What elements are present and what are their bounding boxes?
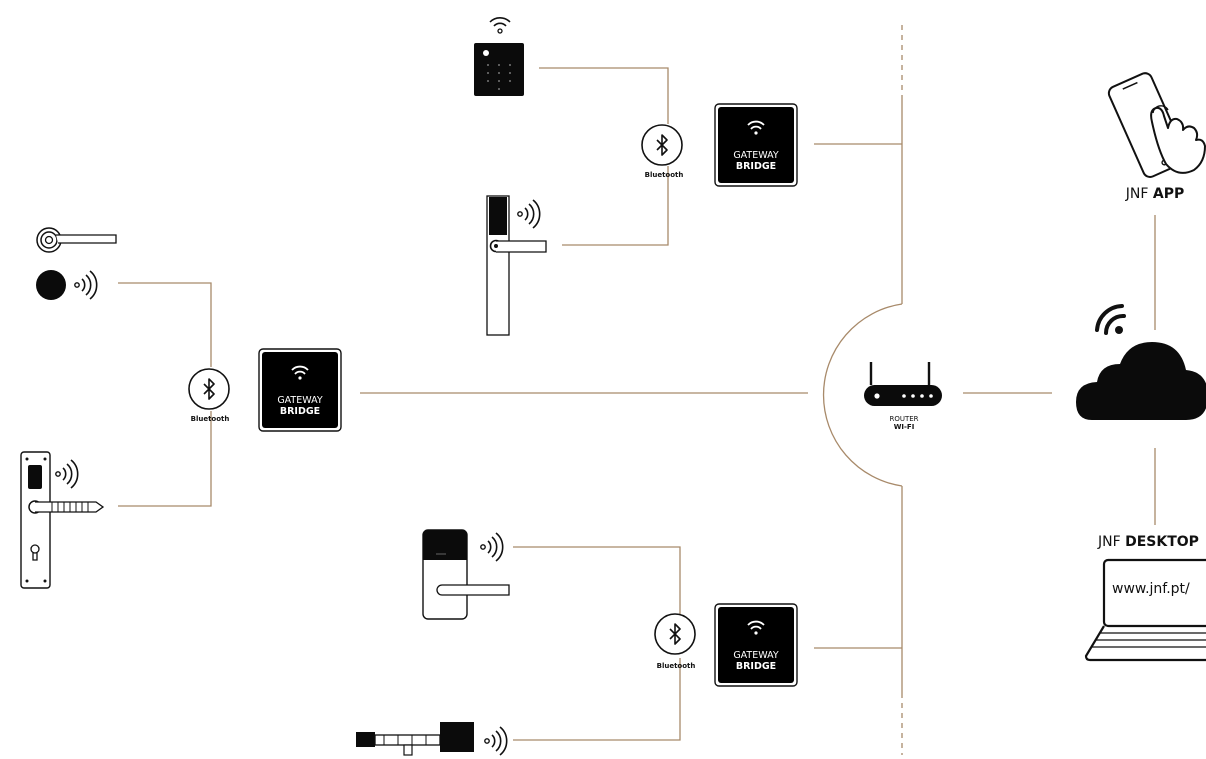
device-round-card-reader — [36, 270, 97, 300]
device-hotel-card-lock — [423, 530, 509, 619]
device-lever-handle — [37, 228, 116, 252]
bluetooth-label: Bluetooth — [657, 662, 696, 670]
device-cylinder-lock — [356, 722, 507, 755]
cloud — [1076, 306, 1206, 420]
top-gateway-bridge: GATEWAY BRIDGE — [715, 104, 797, 186]
gateway-label-line2: BRIDGE — [736, 161, 776, 172]
gateway-label-line1: GATEWAY — [733, 650, 779, 661]
left-gateway-bridge: GATEWAY BRIDGE — [259, 349, 341, 431]
bluetooth-icon — [655, 614, 695, 654]
router-label-line1: ROUTER — [889, 415, 918, 423]
bluetooth-icon — [189, 369, 229, 409]
laptop-icon: www.jnf.pt/ — [1086, 560, 1206, 660]
device-keypad-reader — [474, 18, 524, 96]
jnf-desktop: JNF DESKTOP www.jnf.pt/ — [1086, 534, 1206, 660]
bluetooth-icon — [642, 125, 682, 165]
gateway-label-line2: BRIDGE — [736, 661, 776, 672]
phone-tap-icon — [1107, 71, 1205, 179]
device-slim-handle-lock — [487, 196, 546, 335]
app-label: JNF APP — [1125, 186, 1184, 202]
device-plate-lock — [21, 452, 103, 588]
desktop-label: JNF DESKTOP — [1097, 534, 1199, 550]
gateway-label-line1: GATEWAY — [277, 395, 323, 406]
router-label-line2: WI-FI — [894, 423, 915, 431]
gateway-label-line2: BRIDGE — [280, 406, 320, 417]
wifi-signal-icon — [1097, 306, 1124, 334]
bottom-bluetooth-hub: Bluetooth — [655, 614, 695, 670]
bottom-gateway-bridge: GATEWAY BRIDGE — [715, 604, 797, 686]
left-bluetooth-hub: Bluetooth — [189, 369, 229, 423]
bluetooth-label: Bluetooth — [645, 171, 684, 179]
gateway-label-line1: GATEWAY — [733, 150, 779, 161]
router-icon — [864, 362, 942, 406]
jnf-app: JNF APP — [1107, 71, 1205, 202]
top-bluetooth-hub: Bluetooth — [642, 125, 683, 179]
bluetooth-label: Bluetooth — [191, 415, 230, 423]
router: ROUTER WI-FI — [864, 362, 942, 431]
cloud-icon — [1076, 342, 1206, 420]
wifi-icon — [490, 18, 510, 33]
desktop-url: www.jnf.pt/ — [1112, 581, 1190, 597]
